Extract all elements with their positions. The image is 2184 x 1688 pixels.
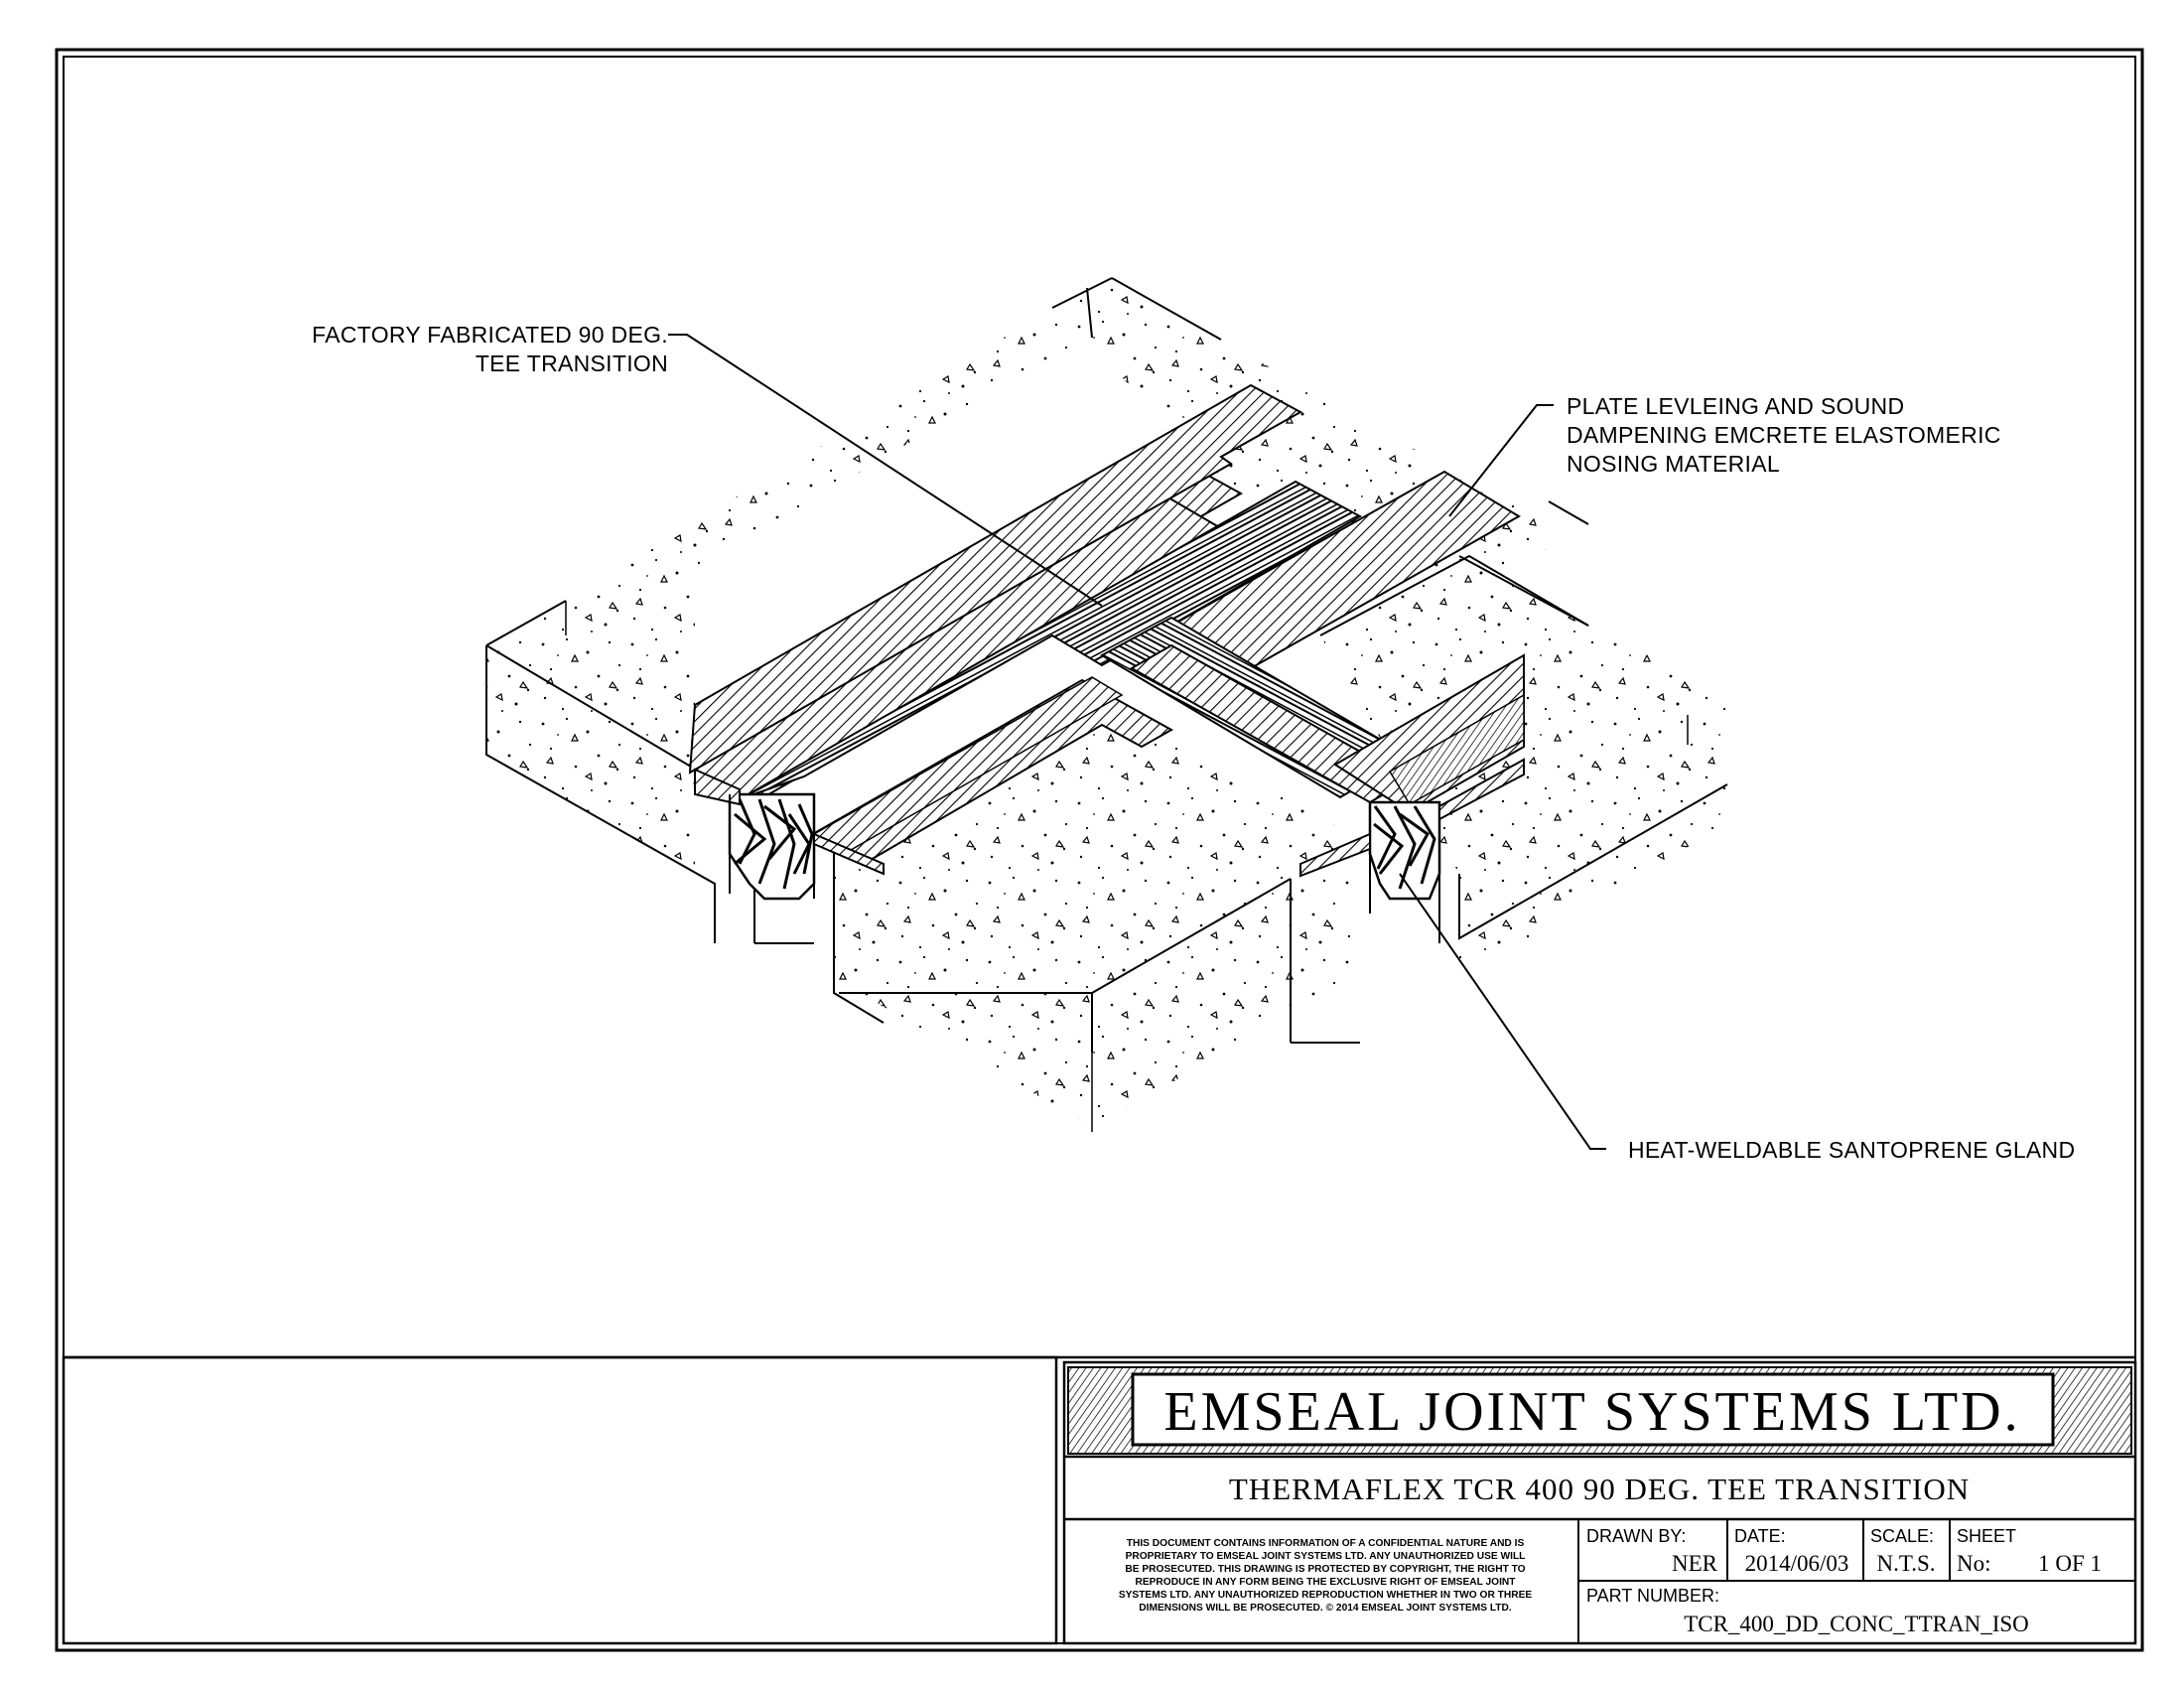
gland-main-stripes bbox=[739, 480, 1363, 800]
drawn-by-value: NER bbox=[1672, 1551, 1718, 1576]
notice-line: THIS DOCUMENT CONTAINS INFORMATION OF A … bbox=[1127, 1538, 1525, 1549]
scale-value: N.T.S. bbox=[1877, 1551, 1936, 1576]
gland-profile-left bbox=[694, 768, 885, 901]
date-value: 2014/06/03 bbox=[1745, 1551, 1849, 1576]
callout-tee-transition-line2: TEE TRANSITION bbox=[476, 351, 668, 376]
upper-left-nosing-plate bbox=[688, 383, 1303, 774]
notice-line: REPRODUCE IN ANY FORM BEING THE EXCLUSIV… bbox=[1135, 1577, 1516, 1588]
part-number-label: PART NUMBER: bbox=[1586, 1586, 1719, 1606]
drawn-by-label: DRAWN BY: bbox=[1586, 1526, 1686, 1546]
nosing-right-plate-2 bbox=[1388, 693, 1525, 806]
notice-line: DIMENSIONS WILL BE PROSECUTED. © 2014 EM… bbox=[1139, 1603, 1512, 1614]
company-name: EMSEAL JOINT SYSTEMS LTD. bbox=[1163, 1381, 2020, 1443]
drawing-title: THERMAFLEX TCR 400 90 DEG. TEE TRANSITIO… bbox=[1229, 1472, 1970, 1506]
sheet-no-label: No: bbox=[1957, 1551, 1991, 1576]
sheet-label: SHEET bbox=[1957, 1526, 2016, 1546]
date-label: DATE: bbox=[1734, 1526, 1786, 1546]
isometric-detail bbox=[485, 277, 1728, 1132]
joint-edges bbox=[729, 287, 1589, 943]
leader-lines bbox=[668, 334, 1606, 1150]
notice-line: BE PROSECUTED. THIS DRAWING IS PROTECTED… bbox=[1125, 1564, 1525, 1575]
notice-line: PROPRIETARY TO EMSEAL JOINT SYSTEMS LTD.… bbox=[1126, 1551, 1526, 1562]
confidentiality-notice: THIS DOCUMENT CONTAINS INFORMATION OF A … bbox=[1119, 1538, 1533, 1614]
sheet-no-value: 1 OF 1 bbox=[2038, 1551, 2102, 1576]
nosing-right-plate bbox=[1333, 653, 1525, 814]
callout-tee-transition-line1: FACTORY FABRICATED 90 DEG. bbox=[312, 322, 668, 348]
callout-nosing-line2: DAMPENING EMCRETE ELASTOMERIC bbox=[1567, 422, 2001, 448]
callout-nosing-line1: PLATE LEVLEING AND SOUND bbox=[1567, 393, 1904, 419]
callout-gland: HEAT-WELDABLE SANTOPRENE GLAND bbox=[1628, 1137, 2075, 1163]
part-number-value: TCR_400_DD_CONC_TTRAN_ISO bbox=[1684, 1612, 2029, 1636]
title-block bbox=[62, 1355, 2137, 1645]
callout-nosing-line3: NOSING MATERIAL bbox=[1567, 451, 1780, 477]
notice-line: SYSTEMS LTD. ANY UNAUTHORIZED REPRODUCTI… bbox=[1119, 1590, 1533, 1601]
scale-label: SCALE: bbox=[1870, 1526, 1934, 1546]
